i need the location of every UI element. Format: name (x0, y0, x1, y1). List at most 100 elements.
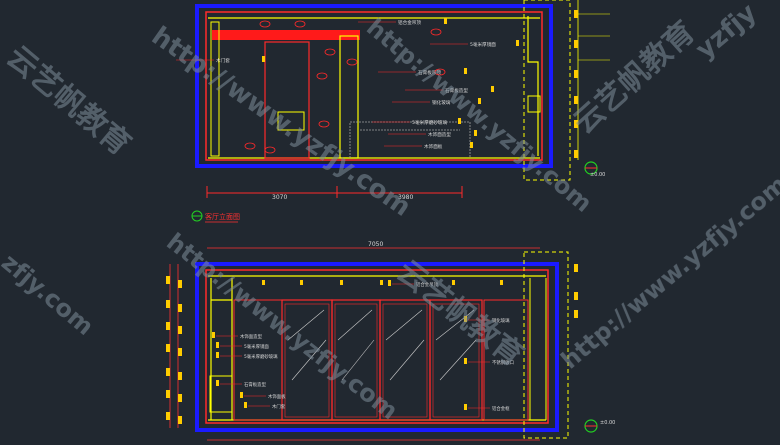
bottom-right-column (529, 278, 547, 420)
top-annotation: 木饰面板 (424, 143, 443, 150)
bottom-annotation: 钢化玻璃 (492, 317, 510, 324)
dimension-tick (166, 390, 170, 398)
top-annotation: 石膏板造型 (445, 87, 468, 94)
annotation-marker (474, 130, 477, 136)
annotation-marker (212, 332, 215, 338)
bottom-annotation: 不锈钢收口 (492, 359, 514, 366)
bottom-leader-lines (212, 280, 490, 410)
top-header-beam (212, 30, 360, 40)
glass-hatch (435, 309, 475, 341)
bottom-annotation: 木饰面造型 (240, 333, 263, 340)
glass-hatch (439, 339, 477, 381)
top-annotations: 铝合金吊顶5毫米厚镜面石膏板吊顶石膏板造型钢化玻璃5毫米厚磨砂玻璃木饰面造型木饰… (216, 19, 496, 150)
ceiling-light-symbol (262, 280, 265, 285)
ceiling-light-symbol (434, 68, 446, 76)
bottom-dashed-frame (523, 251, 569, 439)
ceiling-light-symbol (264, 146, 276, 154)
top-leader-lines (176, 18, 519, 148)
bottom-wall-frame (195, 262, 559, 432)
ceiling-light-symbol (500, 280, 503, 285)
ceiling-light-symbol (430, 28, 442, 36)
ceiling-light-symbol (452, 280, 455, 285)
top-annotation: 5毫米厚镜面 (470, 41, 496, 48)
dimension-tick (574, 96, 578, 104)
ceiling-light-symbol (244, 142, 256, 150)
dimension-tick (166, 368, 170, 376)
annotation-marker (216, 352, 219, 358)
bottom-dim-label: 7050 (368, 241, 383, 248)
dimension-tick (166, 412, 170, 420)
top-dim-label-left: 3070 (272, 194, 287, 201)
ceiling-light-symbol (318, 120, 330, 128)
top-left-pilaster (210, 21, 220, 157)
dimension-tick (178, 348, 182, 356)
dimension-tick (574, 150, 578, 158)
glass-hatch (287, 309, 325, 341)
top-right-column (527, 16, 539, 156)
top-door-frame (264, 41, 310, 159)
dimension-tick (178, 326, 182, 334)
annotation-marker (516, 40, 519, 46)
bottom-annotation: 木饰面板 (268, 393, 286, 400)
glass-hatch (291, 339, 327, 381)
annotation-marker (444, 18, 447, 24)
ceiling-light-symbol (300, 280, 303, 285)
top-room-outline (205, 11, 543, 161)
annotation-marker (491, 86, 494, 92)
ceiling-light-symbol (380, 280, 383, 285)
top-annotation: 石膏板吊顶 (418, 69, 441, 76)
bottom-annotation: 石膏板造型 (244, 381, 267, 388)
top-level-mark: ±0.00 (590, 172, 605, 178)
top-cabinet (277, 111, 305, 131)
top-right-niche (527, 95, 541, 113)
drawing-title: 客厅立面图 (205, 212, 240, 221)
annotation-marker (478, 98, 481, 104)
dimension-tick (574, 292, 578, 300)
bottom-annotation: 5毫米厚镜面 (244, 343, 269, 350)
dimension-tick (166, 300, 170, 308)
annotation-marker (388, 280, 391, 286)
glass-hatch (341, 339, 375, 381)
top-ceiling-lights (244, 20, 446, 154)
top-annotation: 铝合金吊顶 (398, 19, 421, 26)
glass-hatch (337, 309, 373, 341)
ceiling-light-symbol (346, 58, 358, 66)
annotation-marker (240, 392, 243, 398)
annotation-marker (464, 316, 467, 322)
bottom-annotation: 5毫米厚磨砂玻璃 (244, 353, 278, 360)
glass-panel-inner (382, 303, 428, 418)
top-annotation: 木门套 (216, 57, 230, 64)
glass-hatch (385, 309, 423, 341)
ceiling-light-symbol (316, 72, 328, 80)
bottom-ceiling-lights (262, 280, 503, 285)
bottom-annotations: 铝合金吊顶钢化玻璃木饰面造型5毫米厚镜面5毫米厚磨砂玻璃石膏板造型木饰面板木门套… (240, 281, 514, 412)
dimension-tick (166, 322, 170, 330)
dimension-tick (166, 276, 170, 284)
dimension-tick (574, 264, 578, 272)
annotation-marker (458, 118, 461, 124)
ceiling-light-symbol (324, 48, 336, 56)
dimension-tick (178, 304, 182, 312)
top-elevation[interactable]: 铝合金吊顶5毫米厚镜面石膏板吊顶石膏板造型钢化玻璃5毫米厚磨砂玻璃木饰面造型木饰… (176, 0, 610, 223)
left-wall-panel (233, 299, 283, 421)
glass-door-panels (233, 299, 529, 421)
dimension-tick (574, 120, 578, 128)
dimension-tick (178, 416, 182, 424)
bottom-room-outline (205, 269, 549, 424)
top-yellow-column (339, 35, 359, 159)
top-dim-label-right: 3980 (398, 194, 413, 201)
bottom-annotation: 木门套 (272, 403, 286, 410)
dimension-tick (574, 10, 578, 18)
glass-panel (429, 299, 483, 421)
bottom-elevation[interactable]: 铝合金吊顶钢化玻璃木饰面造型5毫米厚镜面5毫米厚磨砂玻璃石膏板造型木饰面板木门套… (166, 241, 615, 441)
bottom-level-mark: ±0.00 (600, 420, 615, 426)
ceiling-light-symbol (294, 20, 306, 28)
top-dashed-frame (523, 0, 571, 181)
ceiling-light-symbol (259, 20, 271, 28)
annotation-marker (464, 358, 467, 364)
annotation-marker (464, 68, 467, 74)
annotation-marker (244, 402, 247, 408)
dimension-tick (574, 70, 578, 78)
